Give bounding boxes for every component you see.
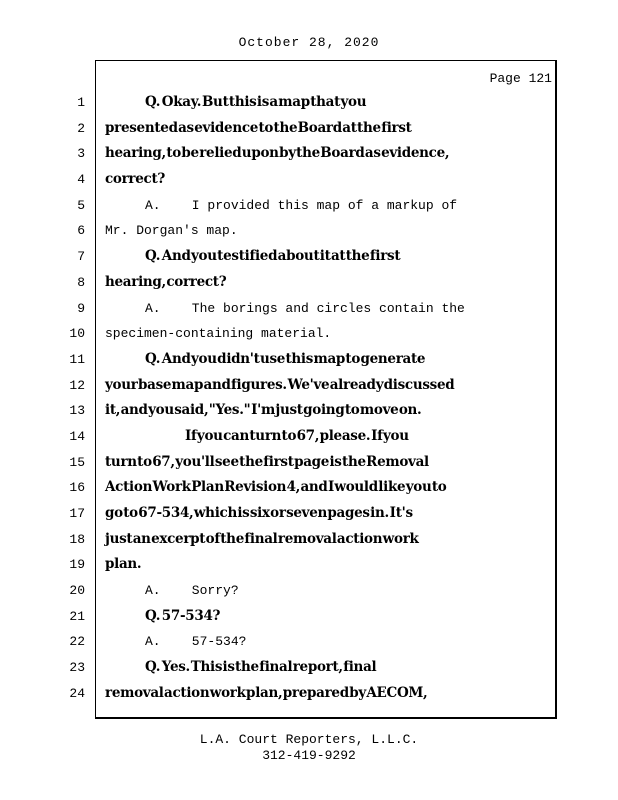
transcript-line: 3 hearing, to be relied upon by the Board… xyxy=(0,141,618,167)
line-number: 19 xyxy=(69,557,85,573)
line-text: just an excerpt of the final removal act… xyxy=(105,530,419,547)
transcript-line: 17 go to 67-534, which is six or seven pa… xyxy=(0,501,618,527)
line-number: 12 xyxy=(69,377,85,393)
line-text: A. 57-534? xyxy=(145,634,247,650)
transcript-line: 6 Mr. Dorgan's map. xyxy=(0,218,618,244)
transcript-line: 9 A. The borings and circles contain the xyxy=(0,296,618,322)
line-text: presented as evidence to the Board at th… xyxy=(105,119,412,136)
line-number: 5 xyxy=(77,197,85,213)
transcript-line: 18 just an excerpt of the final removal a… xyxy=(0,527,618,553)
line-text: it, and you said, "Yes." I'm just going … xyxy=(105,402,422,419)
transcript-line: 14 If you can turn to 67, please. If you xyxy=(0,424,618,450)
line-number: 23 xyxy=(69,660,85,676)
footer-phone: 312-419-9292 xyxy=(262,748,356,763)
line-number: 6 xyxy=(77,223,85,239)
line-number: 4 xyxy=(77,172,85,188)
line-number: 11 xyxy=(69,351,85,367)
line-text: removal action work plan, prepared by AE… xyxy=(105,684,428,701)
line-text: hearing, to be relied upon by the Board … xyxy=(105,145,450,162)
line-text: Action Work Plan Revision 4, and I would… xyxy=(105,479,447,496)
line-number: 1 xyxy=(77,95,85,110)
line-number: 20 xyxy=(69,583,85,599)
line-text: Q. Yes. This is the final report, final xyxy=(145,659,377,676)
transcript-line: 11 Q. And you didn't use this map to gene… xyxy=(0,347,618,373)
line-text: go to 67-534, which is six or seven page… xyxy=(105,505,413,521)
line-number: 18 xyxy=(69,531,85,547)
line-text: specimen-containing material. xyxy=(105,326,332,342)
line-text: If you can turn to 67, please. If you xyxy=(185,427,409,444)
transcript-line: 24 removal action work plan, prepared by … xyxy=(0,681,618,707)
line-number: 14 xyxy=(69,428,85,444)
transcript-line: 13 it, and you said, "Yes." I'm just goin… xyxy=(0,398,618,424)
footer-company: L.A. Court Reporters, L.L.C. xyxy=(199,732,419,747)
line-number: 21 xyxy=(69,608,85,624)
footer: L.A. Court Reporters, L.L.C. 312-419-929… xyxy=(0,732,618,764)
transcript-line: 12 your base map and figures. We've alrea… xyxy=(0,373,618,399)
transcript-line: 5 A. I provided this map of a markup of xyxy=(0,193,618,219)
line-number: 3 xyxy=(77,146,85,162)
transcript-line: 4 correct? xyxy=(0,167,618,193)
line-text: Q. And you didn't use this map to genera… xyxy=(145,350,426,367)
transcript-line: 2 presented as evidence to the Board at t… xyxy=(0,116,618,142)
line-number: 8 xyxy=(77,274,85,290)
line-number: 2 xyxy=(77,120,85,136)
transcript-line: 8 hearing, correct? xyxy=(0,270,618,296)
transcript-line: 23 Q. Yes. This is the final report, fina… xyxy=(0,655,618,681)
line-number: 16 xyxy=(69,480,85,496)
transcript-line: 16 Action Work Plan Revision 4, and I wou… xyxy=(0,475,618,501)
line-text: Mr. Dorgan's map. xyxy=(105,223,238,239)
line-number: 9 xyxy=(77,300,85,316)
line-text: hearing, correct? xyxy=(105,273,227,290)
line-number: 17 xyxy=(69,506,85,521)
transcript-box xyxy=(95,60,557,719)
transcript-line: 19 plan. xyxy=(0,552,618,578)
transcript-line: 7 Q. And you testified about it at the fi… xyxy=(0,244,618,270)
line-text: your base map and figures. We've already… xyxy=(105,376,455,393)
transcript-line: 22 A. 57-534? xyxy=(0,629,618,655)
line-text: plan. xyxy=(105,556,142,573)
transcript-line: 1 Q. Okay. But this is a map that you xyxy=(0,90,618,116)
transcript-lines: 1 Q. Okay. But this is a map that you 2 pre… xyxy=(0,90,618,707)
line-text: A. I provided this map of a markup of xyxy=(145,197,458,213)
line-text: Q. 57-534? xyxy=(145,607,221,624)
transcript-line: 15 turn to 67, you'll see the first page … xyxy=(0,450,618,476)
line-number: 13 xyxy=(69,403,85,419)
line-number: 24 xyxy=(69,685,85,701)
line-text: A. The borings and circles contain the xyxy=(145,300,465,316)
header-date: October 28, 2020 xyxy=(238,35,380,50)
transcript-line: 20 A. Sorry? xyxy=(0,578,618,604)
line-number: 15 xyxy=(69,454,85,470)
transcript-line: 10 specimen-containing material. xyxy=(0,321,618,347)
line-text: Q. Okay. But this is a map that you xyxy=(145,94,367,110)
line-text: A. Sorry? xyxy=(145,583,239,599)
line-text: turn to 67, you'll see the first page is… xyxy=(105,453,429,470)
transcript-line: 21 Q. 57-534? xyxy=(0,604,618,630)
line-number: 10 xyxy=(69,326,85,342)
line-text: Q. And you testified about it at the fir… xyxy=(145,248,401,265)
line-text: correct? xyxy=(105,171,166,188)
page-label: Page 121 xyxy=(489,71,552,86)
line-number: 7 xyxy=(77,249,85,265)
line-number: 22 xyxy=(69,634,85,650)
